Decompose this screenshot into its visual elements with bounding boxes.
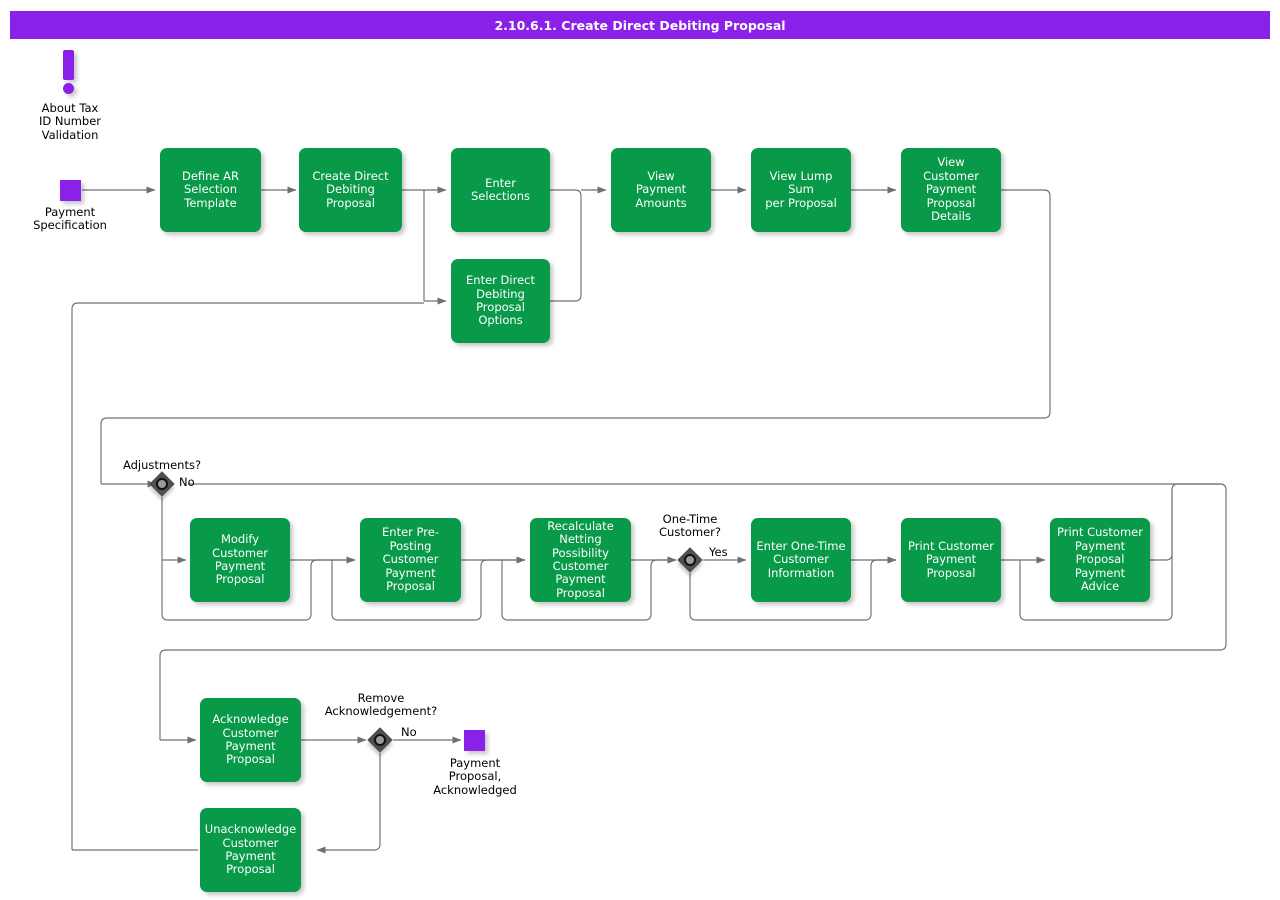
wire-vcppd-to-adjustments-bus [100, 189, 1051, 484]
page-title: 2.10.6.1. Create Direct Debiting Proposa… [10, 11, 1270, 39]
activity-label: Print Customer Payment Proposal [908, 538, 994, 580]
activity-label: Acknowledge Customer Payment Proposal [212, 712, 289, 767]
activity-define-ar-selection-template[interactable]: Define AR Selection Template [160, 148, 261, 232]
activity-unacknowledge-customer-payment-proposal[interactable]: Unacknowledge Customer Payment Proposal [200, 808, 301, 892]
marker-payment-proposal-acknowledged-label: Payment Proposal, Acknowledged [433, 756, 517, 797]
about-tax-id-note-label: About Tax ID Number Validation [38, 101, 102, 142]
activity-view-payment-amounts[interactable]: View Payment Amounts [611, 148, 711, 232]
activity-label: View Customer Payment Proposal Details [923, 155, 979, 224]
activity-view-customer-payment-proposal-details[interactable]: View Customer Payment Proposal Details [901, 148, 1001, 232]
activity-label: Recalculate Netting Possibility Customer… [547, 518, 614, 600]
wire-advice-to-bus [1150, 490, 1173, 561]
activity-enter-direct-debiting-proposal-options[interactable]: Enter Direct Debiting Proposal Options [451, 259, 550, 343]
decision-ring-icon [156, 478, 168, 490]
activity-acknowledge-customer-payment-proposal[interactable]: Acknowledge Customer Payment Proposal [200, 698, 301, 782]
activity-print-customer-payment-proposal-payment-advice[interactable]: Print Customer Payment Proposal Payment … [1050, 518, 1150, 602]
about-tax-id-note [63, 50, 77, 94]
wire-merge-selections-options [550, 189, 582, 302]
activity-label: Enter Selections [471, 175, 530, 203]
edge-label-remove-ack-no: No [401, 725, 417, 739]
marker-payment-specification[interactable] [60, 180, 81, 201]
marker-payment-proposal-acknowledged[interactable] [464, 730, 485, 751]
exclamation-dot-icon [63, 83, 74, 94]
activity-label: View Payment Amounts [635, 168, 687, 210]
activity-enter-selections[interactable]: Enter Selections [451, 148, 550, 232]
edge-label-one-time-yes: Yes [709, 545, 728, 559]
decision-remove-acknowledgement[interactable] [367, 727, 393, 753]
activity-label: Modify Customer Payment Proposal [212, 532, 268, 587]
activity-create-direct-debiting-proposal[interactable]: Create Direct Debiting Proposal [299, 148, 402, 232]
decision-ring-icon [684, 554, 696, 566]
activity-label: Unacknowledge Customer Payment Proposal [204, 822, 297, 877]
wire-remove-yes-to-unack [316, 753, 381, 854]
decision-one-time-customer[interactable] [677, 547, 703, 573]
activity-recalculate-netting-possibility-customer-payment-proposal[interactable]: Recalculate Netting Possibility Customer… [530, 518, 631, 602]
activity-label: Enter Direct Debiting Proposal Options [466, 273, 535, 328]
activity-print-customer-payment-proposal[interactable]: Print Customer Payment Proposal [901, 518, 1001, 602]
activity-label: Enter One-Time Customer Information [756, 538, 846, 580]
exclamation-mark-icon [63, 50, 74, 80]
activity-label: Print Customer Payment Proposal Payment … [1057, 525, 1143, 594]
activity-label: Create Direct Debiting Proposal [312, 168, 389, 210]
activity-modify-customer-payment-proposal[interactable]: Modify Customer Payment Proposal [190, 518, 290, 602]
activity-enter-one-time-customer-information[interactable]: Enter One-Time Customer Information [751, 518, 851, 602]
decision-one-time-customer-label: One-Time Customer? [659, 512, 721, 540]
activity-label: Define AR Selection Template [181, 168, 240, 210]
decision-adjustments[interactable] [149, 471, 175, 497]
edge-label-adjustments-no: No [179, 475, 195, 489]
marker-payment-specification-label: Payment Specification [33, 205, 107, 233]
activity-enter-pre-posting-customer-payment-proposal[interactable]: Enter Pre- Posting Customer Payment Prop… [360, 518, 461, 602]
decision-ring-icon [374, 734, 386, 746]
decision-remove-acknowledgement-label: Remove Acknowledgement? [324, 691, 438, 719]
activity-view-lump-sum-per-proposal[interactable]: View Lump Sum per Proposal [751, 148, 851, 232]
activity-label: Enter Pre- Posting Customer Payment Prop… [382, 525, 439, 594]
activity-label: View Lump Sum per Proposal [765, 168, 837, 210]
